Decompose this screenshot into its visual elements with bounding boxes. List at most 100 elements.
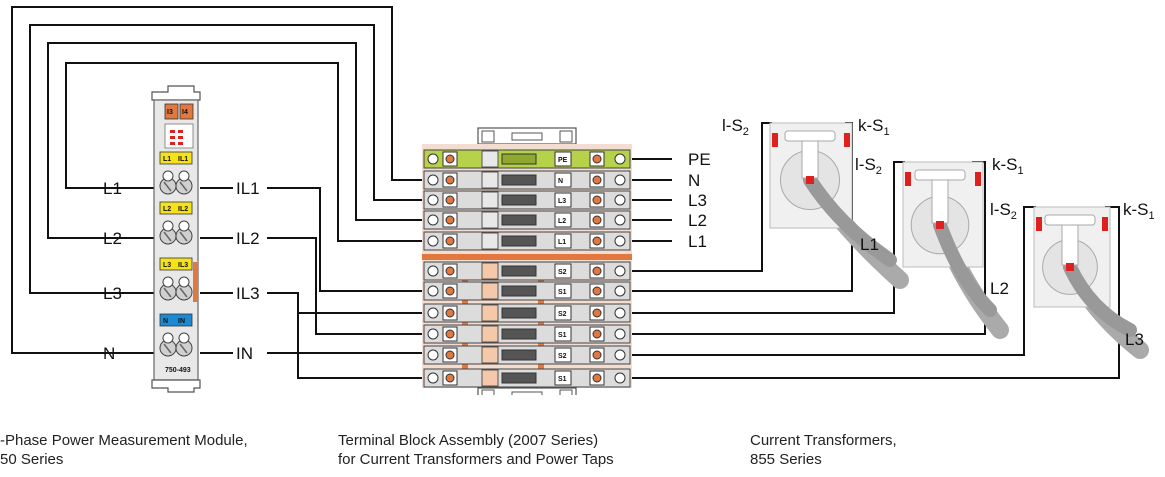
jumper-slot[interactable] bbox=[481, 211, 499, 229]
terminal-release-right[interactable] bbox=[614, 235, 626, 247]
disconnect-switch[interactable] bbox=[481, 346, 499, 364]
terminal-marker bbox=[554, 326, 572, 342]
terminal-row-7: S1 bbox=[423, 281, 631, 301]
terminal-marker-text: S2 bbox=[558, 353, 567, 360]
terminal-release-left[interactable] bbox=[427, 174, 439, 186]
output-l2: L2 bbox=[688, 211, 707, 230]
terminal-marker-text: L1 bbox=[558, 239, 566, 246]
disconnect-switch[interactable] bbox=[481, 304, 499, 322]
jumper-slot[interactable] bbox=[481, 150, 499, 168]
slot-tag-right: IL2 bbox=[178, 206, 188, 213]
terminal-release-right[interactable] bbox=[614, 174, 626, 186]
terminal-row-11: S1 bbox=[423, 368, 631, 388]
block-orange-bar-right bbox=[538, 264, 544, 384]
terminal-release-right[interactable] bbox=[614, 265, 626, 277]
module-input-il3: IL3 bbox=[236, 284, 260, 303]
terminal-marker bbox=[554, 172, 572, 188]
output-n: N bbox=[688, 171, 700, 190]
terminal-release-left[interactable] bbox=[427, 285, 439, 297]
caption-ct-line2: 855 Series bbox=[750, 451, 822, 468]
module-status-led-4 bbox=[178, 136, 183, 139]
module-status-led-3 bbox=[170, 136, 175, 139]
wire-ct3-k bbox=[628, 206, 1120, 379]
release-slot[interactable] bbox=[178, 220, 190, 232]
terminal-marker bbox=[554, 370, 572, 386]
terminal-bar bbox=[501, 349, 537, 361]
terminal-release-left[interactable] bbox=[427, 235, 439, 247]
terminal-release-left[interactable] bbox=[427, 194, 439, 206]
jumper-slot[interactable] bbox=[481, 191, 499, 209]
terminal-release-right[interactable] bbox=[614, 328, 626, 340]
module-part-number: 750-493 bbox=[165, 367, 191, 374]
release-slot[interactable] bbox=[178, 276, 190, 288]
module-led-i3-label: I3 bbox=[167, 109, 173, 116]
terminal-release-right[interactable] bbox=[614, 214, 626, 226]
terminal-release-left[interactable] bbox=[427, 372, 439, 384]
module-led-i3 bbox=[164, 103, 179, 120]
disconnect-switch[interactable] bbox=[481, 325, 499, 343]
ct-terminal-k bbox=[844, 133, 850, 147]
terminal-row-3: L3 bbox=[423, 190, 631, 210]
terminal-marker-text: S1 bbox=[558, 332, 567, 339]
module-labels: L1 L2 L3 N IL1 IL2 IL3 IN bbox=[103, 176, 267, 365]
ct-label-l: l-S2 bbox=[855, 155, 882, 177]
release-slot[interactable] bbox=[162, 276, 174, 288]
ct-terminal-l bbox=[772, 133, 778, 147]
terminal-release-left[interactable] bbox=[427, 214, 439, 226]
terminal-release-right[interactable] bbox=[614, 194, 626, 206]
terminal-marker bbox=[554, 233, 572, 249]
release-slot[interactable] bbox=[162, 220, 174, 232]
module-status-led-6 bbox=[178, 142, 183, 145]
terminal-release-right[interactable] bbox=[614, 372, 626, 384]
disconnect-switch[interactable] bbox=[481, 282, 499, 300]
module-clip-top bbox=[151, 85, 201, 101]
terminal-marker bbox=[554, 212, 572, 228]
jumper-slot[interactable] bbox=[481, 171, 499, 189]
release-slot[interactable] bbox=[162, 170, 174, 182]
ct-terminal-k bbox=[975, 172, 981, 186]
terminal-release-left[interactable] bbox=[427, 265, 439, 277]
terminal-row-2: N bbox=[423, 170, 631, 190]
release-slot[interactable] bbox=[178, 332, 190, 344]
jumper-slot[interactable] bbox=[481, 232, 499, 250]
caption-terminal-block: Terminal Block Assembly (2007 Series) fo… bbox=[338, 431, 614, 469]
output-l3: L3 bbox=[688, 191, 707, 210]
terminal-row-5: L1 bbox=[423, 231, 631, 251]
caption-ct-line1: Current Transformers, bbox=[750, 432, 897, 449]
terminal-marker-text: N bbox=[558, 178, 563, 185]
terminal-row-9: S1 bbox=[423, 324, 631, 344]
terminal-release-right[interactable] bbox=[614, 285, 626, 297]
ct-terminal-k bbox=[1102, 217, 1108, 231]
slot-label-plate bbox=[159, 201, 193, 215]
wire-l1-voltage bbox=[65, 62, 428, 242]
slot-label-plate bbox=[159, 313, 193, 327]
output-pe: PE bbox=[688, 150, 711, 169]
terminal-release-right[interactable] bbox=[614, 307, 626, 319]
terminal-release-right[interactable] bbox=[614, 349, 626, 361]
release-slot[interactable] bbox=[178, 170, 190, 182]
ct-terminal-l bbox=[1036, 217, 1042, 231]
terminal-release-left[interactable] bbox=[427, 153, 439, 165]
module-input-il2: IL2 bbox=[236, 229, 260, 248]
disconnect-switch[interactable] bbox=[481, 369, 499, 387]
caption-module-line1: -Phase Power Measurement Module, bbox=[0, 432, 248, 449]
module-side-tab bbox=[193, 262, 198, 302]
block-output-labels: PE N L3 L2 L1 bbox=[688, 150, 711, 251]
ct-label-k: k-S1 bbox=[992, 155, 1024, 177]
ct-label-l: l-S2 bbox=[722, 116, 749, 138]
terminal-release-right[interactable] bbox=[614, 153, 626, 165]
ct-phase-label: L2 bbox=[990, 279, 1009, 298]
terminal-release-left[interactable] bbox=[427, 328, 439, 340]
release-slot[interactable] bbox=[162, 332, 174, 344]
block-orange-bar-left bbox=[462, 264, 468, 384]
terminal-release-left[interactable] bbox=[427, 349, 439, 361]
disconnect-switch[interactable] bbox=[481, 262, 499, 280]
wire-ct2-l bbox=[628, 161, 905, 314]
terminal-release-left[interactable] bbox=[427, 307, 439, 319]
